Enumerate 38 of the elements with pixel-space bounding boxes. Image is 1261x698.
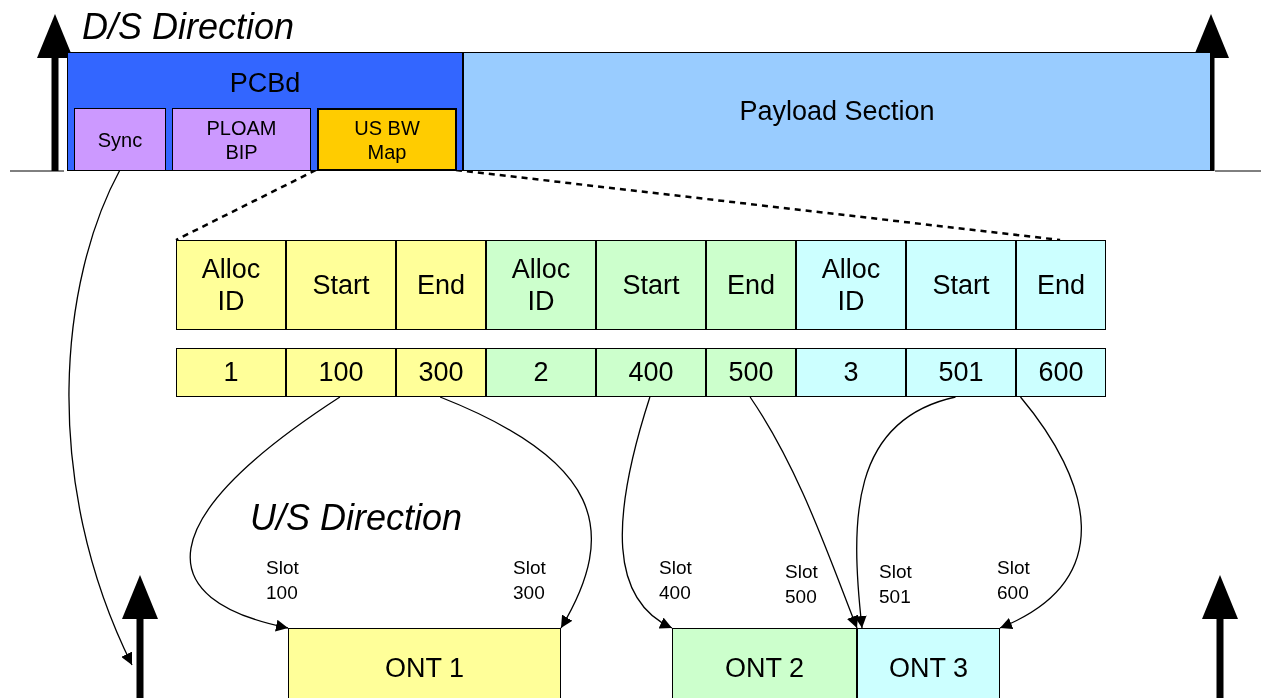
table-cell: End	[706, 240, 796, 330]
field-box: US BW Map	[317, 108, 457, 171]
table-cell: Alloc ID	[176, 240, 286, 330]
table-cell: Alloc ID	[486, 240, 596, 330]
section-title: PCBd	[229, 67, 301, 100]
ont-box: ONT 2	[672, 628, 857, 698]
ont-box: ONT 1	[288, 628, 561, 698]
table-cell: Alloc ID	[796, 240, 906, 330]
table-cell: Start	[286, 240, 396, 330]
direction-label: D/S Direction	[82, 6, 295, 48]
table-cell: 500	[706, 348, 796, 397]
arrow	[749, 396, 859, 629]
arrow	[999, 396, 1082, 629]
table-cell: 100	[286, 348, 396, 397]
table-cell: 1	[176, 348, 286, 397]
zoom-line	[175, 168, 317, 242]
zoom-line	[455, 168, 1061, 242]
arrow	[439, 396, 593, 629]
arrow	[621, 396, 673, 629]
direction-label: U/S Direction	[250, 497, 463, 539]
table-cell: End	[1016, 240, 1106, 330]
table-cell: 3	[796, 348, 906, 397]
field-box: PLOAM BIP	[172, 108, 311, 171]
arrow	[68, 169, 133, 666]
table-cell: End	[396, 240, 486, 330]
table-cell: 400	[596, 348, 706, 397]
table-cell: 600	[1016, 348, 1106, 397]
frame-section	[67, 52, 463, 171]
frame-section: Payload Section	[463, 52, 1211, 171]
table-cell: Start	[906, 240, 1016, 330]
field-box: Sync	[74, 108, 166, 171]
ont-box: ONT 3	[857, 628, 1000, 698]
table-cell: 2	[486, 348, 596, 397]
table-cell: Start	[596, 240, 706, 330]
arrow	[854, 396, 957, 629]
table-cell: 501	[906, 348, 1016, 397]
arrow	[190, 396, 341, 631]
table-cell: 300	[396, 348, 486, 397]
